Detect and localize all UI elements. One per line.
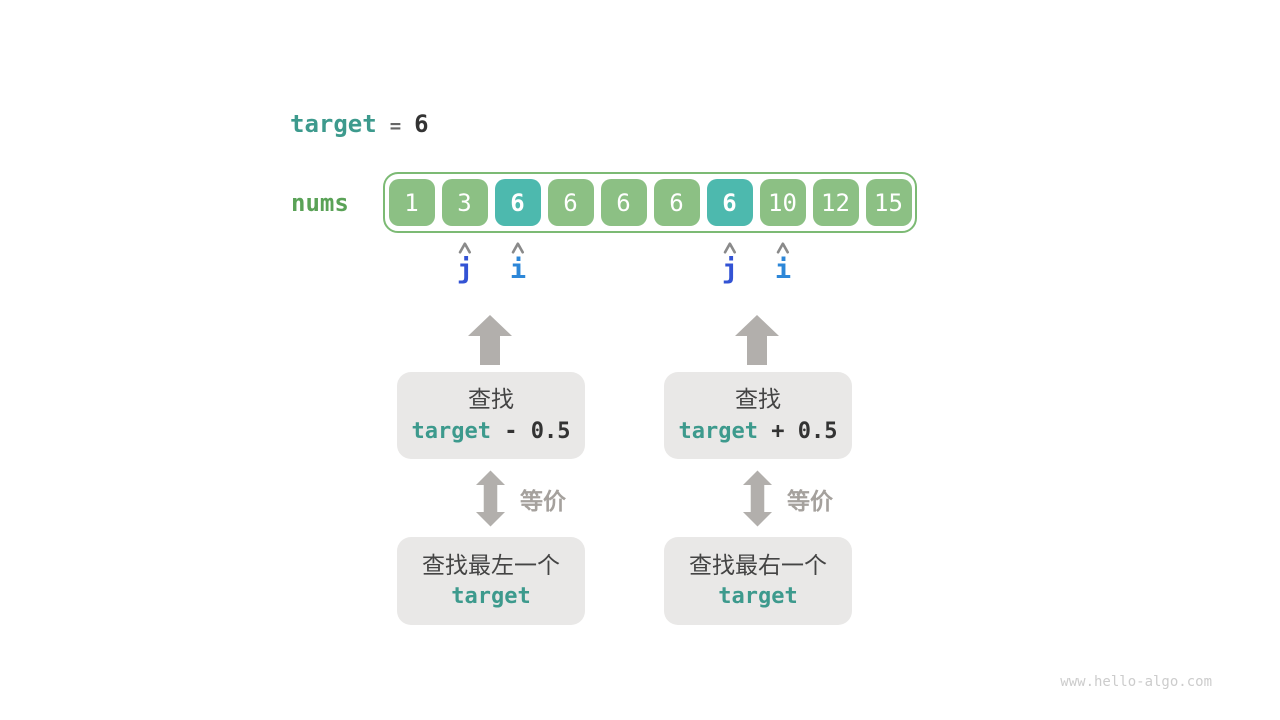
array-cell: 6 [653,179,700,226]
target-value: 6 [414,110,429,138]
target-keyword: target [718,584,798,610]
array-cell: 1 [388,179,435,226]
rightmost-target-box: 查找最右一个 target [664,537,852,625]
array-cell: 15 [865,179,912,226]
array-cell: 6 [547,179,594,226]
leftmost-target-box: 查找最左一个 target [397,537,585,625]
caret-up-icon [776,242,790,254]
caret-up-icon [458,242,472,254]
equiv-arrow-left: 等价 [476,470,566,527]
leftmost-label: 查找最左一个 [422,551,560,578]
expression-operator: - 0.5 [504,418,571,444]
pointer-i-left: i [510,242,526,283]
caret-up-icon [723,242,737,254]
equiv-label: 等价 [520,487,566,514]
array-cell-highlighted: 6 [494,179,541,226]
array-cell-highlighted: 6 [706,179,753,226]
expression-operator: + 0.5 [771,418,838,444]
array-cell: 12 [812,179,859,226]
equiv-arrow-right: 等价 [743,470,833,527]
double-arrow-icon [743,470,772,527]
pointer-label-j: j [456,254,474,285]
search-label: 查找 [735,386,781,413]
caret-up-icon [511,242,525,254]
pointer-j-left: j [457,242,473,283]
equals-sign: = [389,115,402,137]
target-keyword: target [290,110,377,138]
rightmost-label: 查找最右一个 [689,551,827,578]
array-cell: 3 [441,179,488,226]
target-keyword: target [451,584,531,610]
up-arrow-icon [468,315,512,365]
search-box-left: 查找 target - 0.5 [397,372,585,459]
search-label: 查找 [468,386,514,413]
target-equation: target = 6 [290,110,429,138]
up-arrow-icon [735,315,779,365]
double-arrow-icon [476,470,505,527]
pointer-i-right: i [775,242,791,283]
array-cell: 10 [759,179,806,226]
equiv-label: 等价 [787,487,833,514]
pointer-label-j: j [721,254,739,285]
target-keyword: target [411,418,491,444]
target-keyword: target [678,418,758,444]
watermark: www.hello-algo.com [1060,674,1212,690]
search-expression: target + 0.5 [678,418,838,444]
nums-label: nums [291,189,349,217]
search-box-right: 查找 target + 0.5 [664,372,852,459]
pointer-j-right: j [722,242,738,283]
search-expression: target - 0.5 [411,418,571,444]
pointer-label-i: i [774,254,792,285]
array-cell: 6 [600,179,647,226]
pointer-label-i: i [509,254,527,285]
